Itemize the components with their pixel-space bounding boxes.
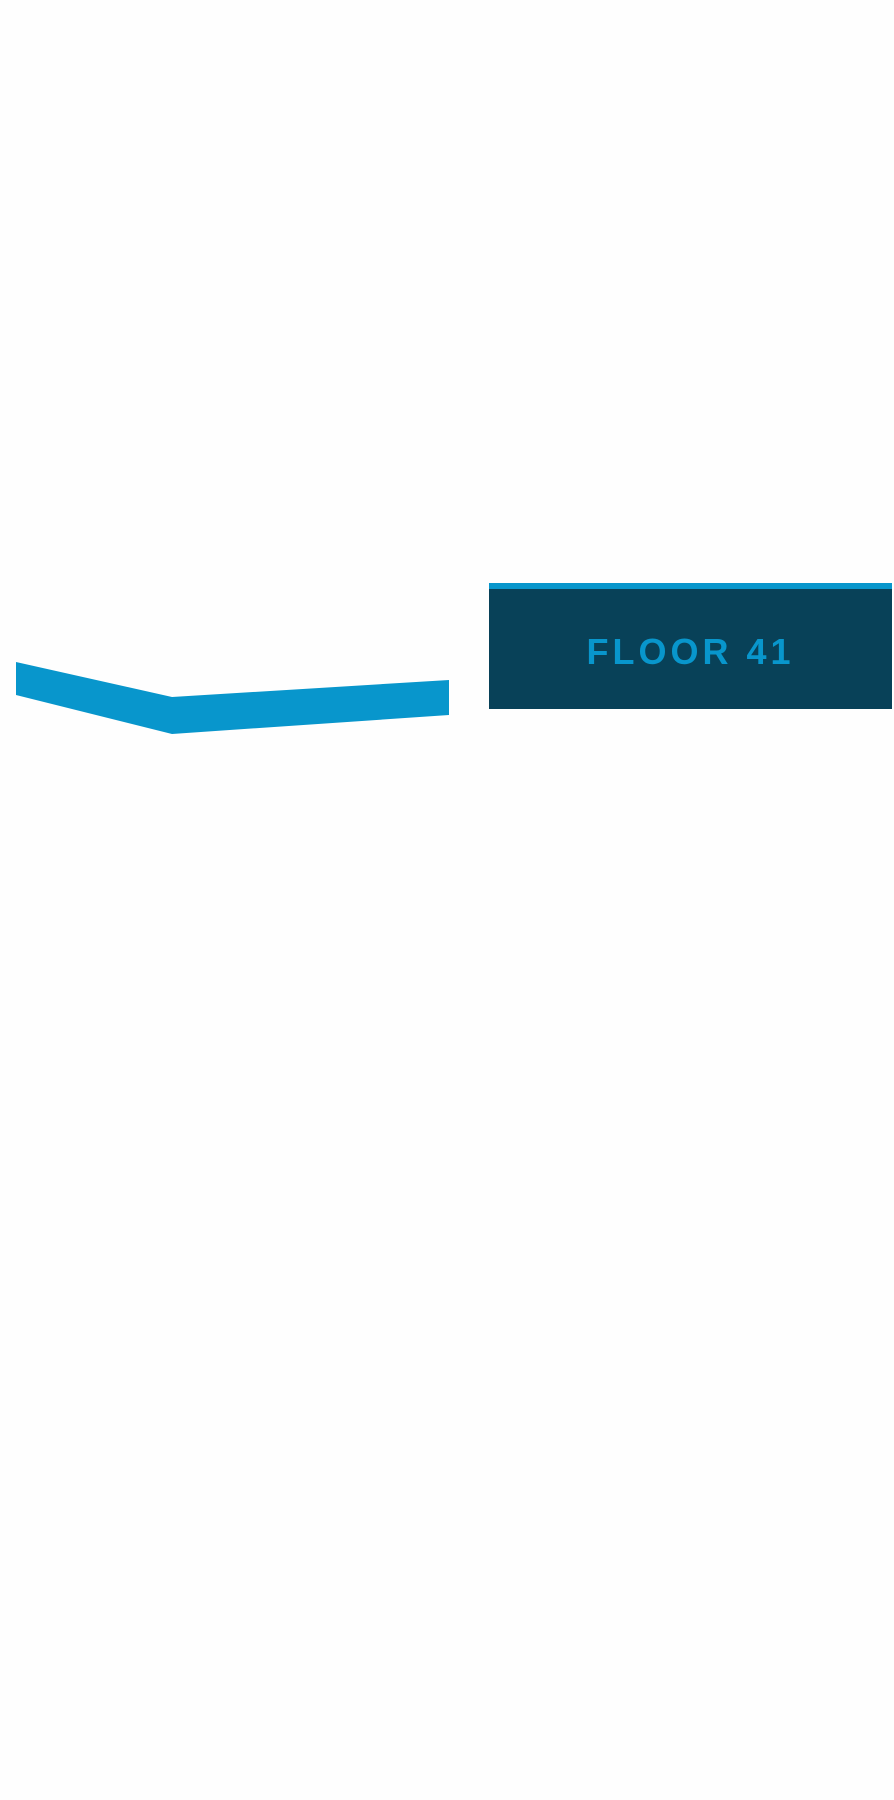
floor-sign: FLOOR 41 [489, 583, 892, 709]
chevron-graphic [16, 662, 449, 734]
floor-label: FLOOR 41 [586, 631, 795, 672]
chevron-shape [16, 662, 449, 734]
